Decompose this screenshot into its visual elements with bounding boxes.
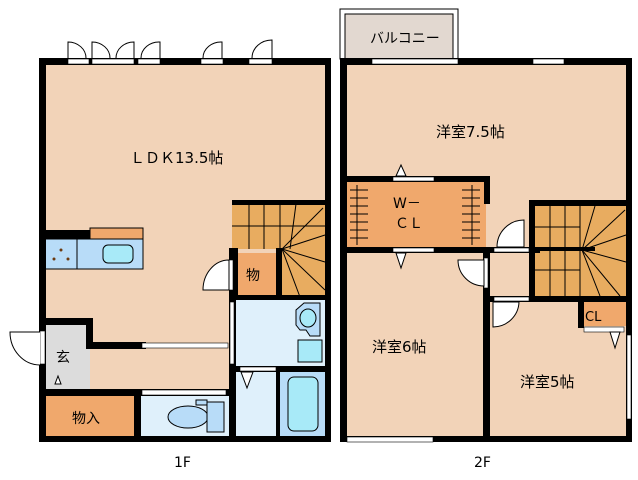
toilet-icon [167, 405, 209, 429]
room-label-storage: 物 [246, 268, 260, 284]
room-label-ldk: ＬＤＫ13.5帖 [130, 149, 223, 167]
door-swings-1f [9, 39, 273, 366]
stove-burner-icon [59, 248, 63, 252]
entrance-area [45, 325, 90, 391]
kitchen-shelf [89, 227, 144, 240]
wcl-area [347, 181, 486, 249]
room-label-wcl-1: W－ [393, 196, 421, 212]
floor-2f: バルコニー 洋室7.5帖 W－ ＣＬ 洋室6帖 洋室5帖 CL 2F [339, 8, 632, 471]
stair-lines [232, 203, 326, 298]
room-label-cl: CL [585, 310, 602, 325]
room-label-wcl-2: ＣＬ [395, 216, 423, 232]
sink-icon [102, 244, 134, 264]
cl-area [583, 302, 626, 326]
room-label-entrance: 玄 [56, 349, 70, 366]
floor-label-1f: 1F [174, 455, 191, 471]
floor-1f: ＬＤＫ13.5帖 物 玄 物入 1F [9, 39, 331, 471]
room-label-western7: 洋室7.5帖 [436, 123, 505, 141]
walls-1f [39, 58, 331, 442]
balcony-area [344, 13, 454, 60]
room-label-western5: 洋室5帖 [520, 373, 575, 391]
storage-area [236, 253, 276, 295]
dressing-area [236, 372, 278, 436]
walls-2f [340, 58, 632, 442]
door-swings-2f [457, 219, 525, 328]
bathtub-icon [287, 376, 319, 432]
room-label-western6: 洋室6帖 [372, 338, 427, 356]
floor-label-2f: 2F [474, 455, 491, 471]
room-label-balcony: バルコニー [370, 31, 440, 47]
room-label-closet: 物入 [72, 411, 100, 427]
closet-area [45, 396, 134, 436]
washer-icon [297, 339, 323, 363]
